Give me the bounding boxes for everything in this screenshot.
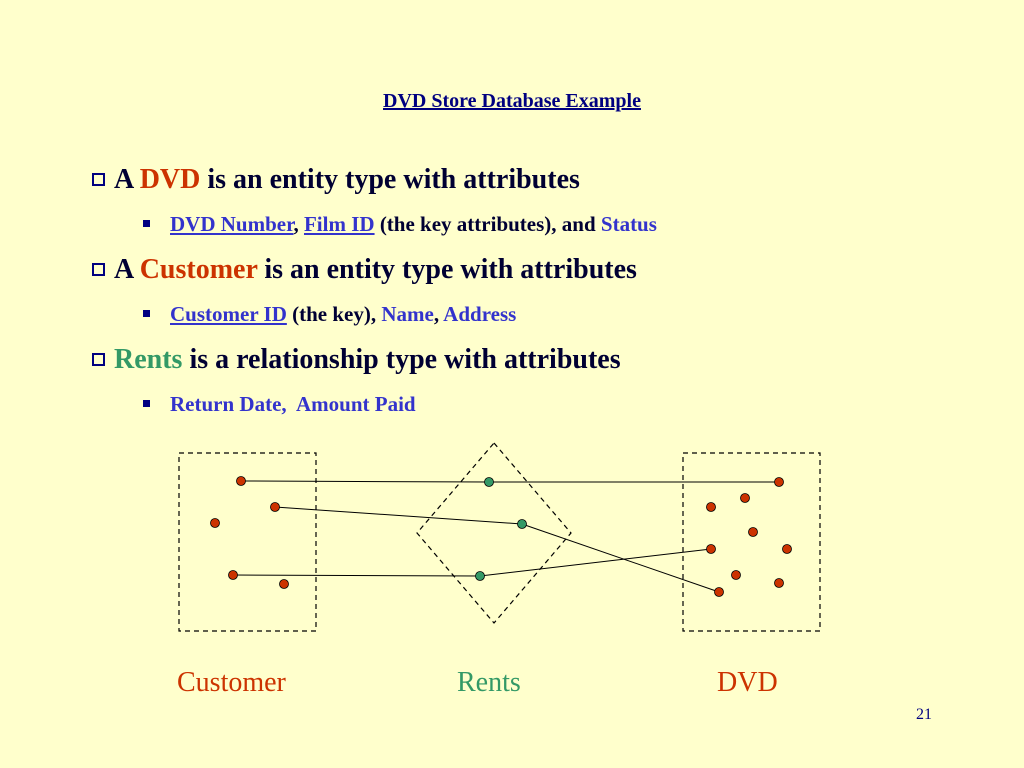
customer-dot [279, 579, 289, 589]
dvd-dot [774, 578, 784, 588]
checkbox-bullet-icon [92, 263, 105, 276]
term-rents: Rents [114, 344, 183, 375]
dvd-entity-set-box [682, 452, 821, 632]
sub-bullet-rents-attributes: Return Date, Amount Paid [143, 392, 416, 417]
attr-address: Address [443, 302, 517, 326]
dvd-dot [706, 502, 716, 512]
customer-dot [270, 502, 280, 512]
bullet-text: is an entity type with attributes [200, 164, 580, 195]
attr-return-date: Return Date, [170, 392, 287, 416]
connector-line [232, 574, 481, 577]
dvd-dot [740, 493, 750, 503]
rents-relationship-diamond [416, 442, 572, 624]
bullet-text: is an entity type with attributes [257, 254, 637, 285]
attr-status: Status [600, 212, 657, 236]
attr-film-id: Film ID [303, 212, 375, 236]
dvd-dot [714, 587, 724, 597]
customer-dot [228, 570, 238, 580]
checkbox-bullet-icon [92, 353, 105, 366]
dvd-dot [782, 544, 792, 554]
checkbox-bullet-icon [92, 173, 105, 186]
dvd-dot [748, 527, 758, 537]
bullet-dvd: A DVD is an entity type with attributes [92, 164, 580, 196]
bullet-text: is a relationship type with attributes [182, 344, 621, 375]
rents-dot [517, 519, 527, 529]
rents-dot [475, 571, 485, 581]
label-dvd: DVD [717, 667, 778, 698]
connector-line [274, 506, 523, 525]
customer-dot [210, 518, 220, 528]
separator: , [293, 212, 304, 236]
rents-dot [484, 477, 494, 487]
connector-line [521, 523, 720, 593]
square-bullet-icon [143, 310, 150, 317]
term-customer: Customer [139, 254, 258, 285]
square-bullet-icon [143, 400, 150, 407]
bullet-rents: Rents is a relationship type with attrib… [92, 344, 621, 376]
customer-entity-set-box [178, 452, 317, 632]
dvd-dot [774, 477, 784, 487]
attr-dvd-number: DVD Number [170, 212, 294, 236]
dvd-dot [731, 570, 741, 580]
dvd-dot [706, 544, 716, 554]
term-dvd: DVD [139, 164, 201, 195]
sub-text: (the key), [286, 302, 382, 326]
connector-line [240, 480, 490, 483]
attr-customer-id: Customer ID [170, 302, 287, 326]
label-rents: Rents [457, 667, 521, 698]
square-bullet-icon [143, 220, 150, 227]
bullet-text: A [114, 254, 140, 285]
separator: , [433, 302, 444, 326]
attr-amount-paid: Amount Paid [286, 392, 416, 416]
connector-line [479, 548, 712, 577]
sub-bullet-customer-attributes: Customer ID (the key), Name, Address [143, 302, 516, 327]
attr-name: Name [381, 302, 434, 326]
page-number: 21 [916, 706, 932, 723]
slide-title: DVD Store Database Example [383, 90, 641, 112]
sub-text: (the key attributes), and [374, 212, 601, 236]
bullet-text: A [114, 164, 140, 195]
label-customer: Customer [177, 667, 286, 698]
customer-dot [236, 476, 246, 486]
sub-bullet-dvd-attributes: DVD Number, Film ID (the key attributes)… [143, 212, 657, 237]
bullet-customer: A Customer is an entity type with attrib… [92, 254, 637, 286]
